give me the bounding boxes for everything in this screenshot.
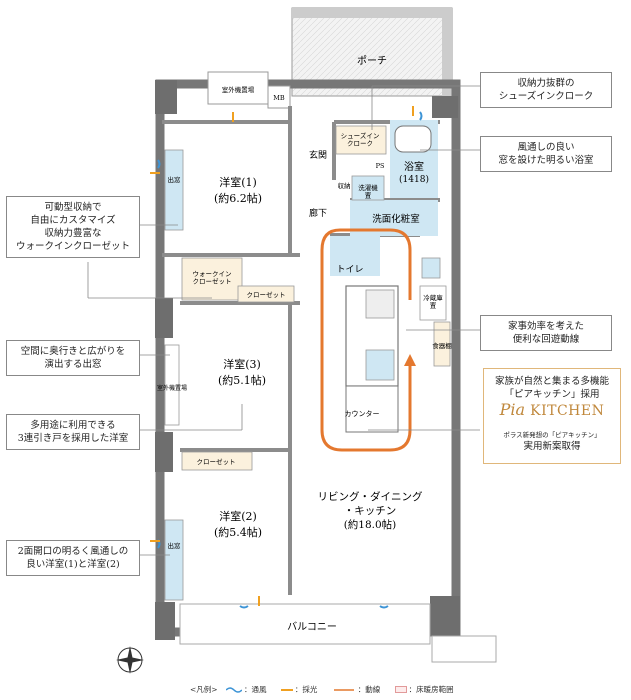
bath-label: 浴室 bbox=[404, 160, 424, 173]
pantry-label: 食器棚 bbox=[432, 341, 452, 350]
legend-floor-heating: ：床暖房範囲 bbox=[394, 684, 460, 695]
toilet-label: トイレ bbox=[336, 265, 363, 275]
corridor-label: 廊下 bbox=[309, 207, 327, 219]
ps-label: PS bbox=[376, 162, 385, 170]
shoes-closet-label: シューズインクローク bbox=[341, 131, 380, 147]
ldk-line2: ・キッチン bbox=[344, 505, 397, 517]
washer-label: 洗濯機置 bbox=[358, 183, 378, 199]
compass-icon bbox=[116, 646, 144, 674]
callout-shoes: 収納力抜群の シューズインクローク bbox=[480, 72, 612, 108]
toilet-area bbox=[330, 236, 380, 276]
walkin-label: ウォークインクローゼット bbox=[193, 270, 232, 285]
legend: <凡例> ：通風 ：採光 ：動線 ：床暖房範囲 bbox=[190, 684, 510, 695]
closet-a-label: クローゼット bbox=[247, 290, 286, 299]
fridge-label: 冷蔵庫置 bbox=[423, 293, 443, 309]
western3-name: 洋室(3) bbox=[223, 357, 261, 371]
outdoor-unit-top bbox=[207, 71, 269, 105]
pia-kitchen-box: 家族が自然と集まる多機能 「ピアキッチン」採用 Pia KITCHEN ポラス新… bbox=[483, 368, 621, 464]
walkin-closet bbox=[181, 257, 243, 301]
callout-baywindow: 空間に奥行きと広がりを 演出する出窓 bbox=[6, 340, 140, 376]
porch-label: ポーチ bbox=[357, 55, 387, 67]
outdoor-unit-side-label: 室外機置場 bbox=[157, 384, 187, 392]
balcony bbox=[179, 603, 431, 645]
legend-wind: ：通風 bbox=[225, 684, 273, 695]
callout-kitchen-line: 家事効率を考えた 便利な回遊動線 bbox=[480, 315, 612, 351]
ldk-line1: リビング・ダイニング bbox=[318, 490, 423, 503]
western1-name: 洋室(1) bbox=[219, 175, 257, 189]
ldk-size: (約18.0帖) bbox=[344, 518, 397, 531]
legend-light: ：採光 bbox=[280, 684, 324, 695]
pia-kitchen-logo: Pia KITCHEN bbox=[499, 400, 605, 419]
western2-name: 洋室(2) bbox=[219, 509, 257, 523]
mb-box bbox=[267, 85, 291, 109]
counter-label: カウンター bbox=[345, 409, 380, 418]
bay1-label: 出窓 bbox=[168, 175, 182, 184]
circulation-flow bbox=[320, 228, 416, 452]
washroom-label: 洗面化粧室 bbox=[372, 213, 420, 225]
entrance-label: 玄関 bbox=[309, 149, 327, 161]
legend-flow: ：動線 bbox=[333, 685, 381, 694]
callout-sliding: 多用途に利用できる 3連引き戸を採用した洋室 bbox=[6, 414, 140, 450]
bay2-label: 出窓 bbox=[168, 541, 182, 550]
storage-label: 収納 bbox=[338, 181, 351, 190]
mb-label: MB bbox=[273, 94, 285, 102]
western2-size: (約5.4帖) bbox=[214, 525, 262, 539]
callout-corner: 2面開口の明るく風通しの 良い洋室(1)と洋室(2) bbox=[6, 540, 140, 576]
western3-size: (約5.1帖) bbox=[218, 373, 266, 387]
balcony-label: バルコニー bbox=[287, 621, 337, 633]
closet-b-label: クローゼット bbox=[197, 457, 236, 466]
bath-size: (1418) bbox=[399, 174, 429, 185]
dining-counter bbox=[345, 385, 399, 433]
outdoor-unit-top-label: 室外機置場 bbox=[222, 85, 255, 94]
western1-size: (約6.2帖) bbox=[214, 191, 262, 205]
callout-walkin: 可動型収納で 自由にカスタマイズ 収納力豊富な ウォークインクローゼット bbox=[6, 196, 140, 258]
callout-bath: 風通しの良い 窓を設けた明るい浴室 bbox=[480, 136, 612, 172]
